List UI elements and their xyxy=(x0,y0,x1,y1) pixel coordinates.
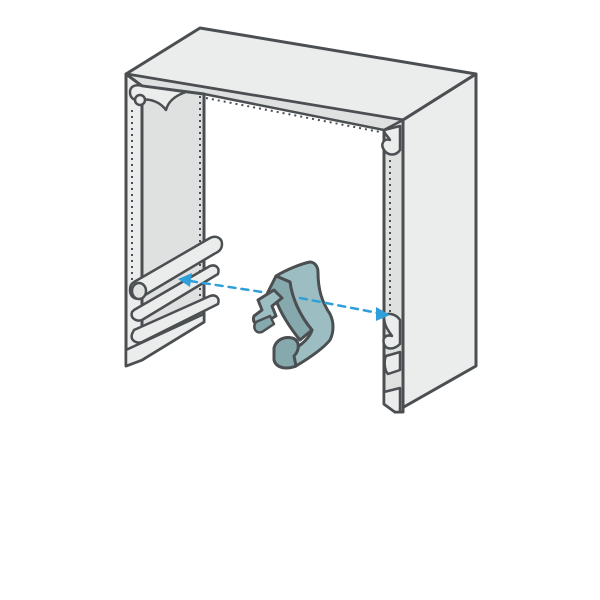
right-groove-hook xyxy=(382,312,402,350)
left-base-foot xyxy=(124,312,206,368)
left-middle-rail xyxy=(130,264,220,322)
clip-body xyxy=(274,260,335,369)
clip-bottom-hook xyxy=(272,336,300,370)
left-upper-rail-end xyxy=(130,281,148,301)
left-lower-rails xyxy=(124,235,224,368)
right-groove-lower-notch xyxy=(383,350,402,376)
double-headed-dashed-arrow-icon xyxy=(178,273,390,321)
right-receiving-groove xyxy=(382,312,402,414)
insert-clip-icon xyxy=(252,260,335,370)
profile-left-wall xyxy=(124,72,144,368)
arrow-dash-right xyxy=(298,296,380,315)
arrow-dash-left xyxy=(188,279,264,294)
arrow-head-right xyxy=(376,307,390,321)
left-lower-rail xyxy=(130,294,220,344)
clip-tongue-lower xyxy=(253,314,276,334)
top-left-hook-bead xyxy=(133,93,147,107)
left-upper-rail xyxy=(128,235,224,300)
right-bottom-foot xyxy=(382,386,402,414)
top-right-hook-groove xyxy=(381,124,402,156)
arrow-head-left xyxy=(178,273,192,287)
profile-right-face xyxy=(393,72,478,414)
